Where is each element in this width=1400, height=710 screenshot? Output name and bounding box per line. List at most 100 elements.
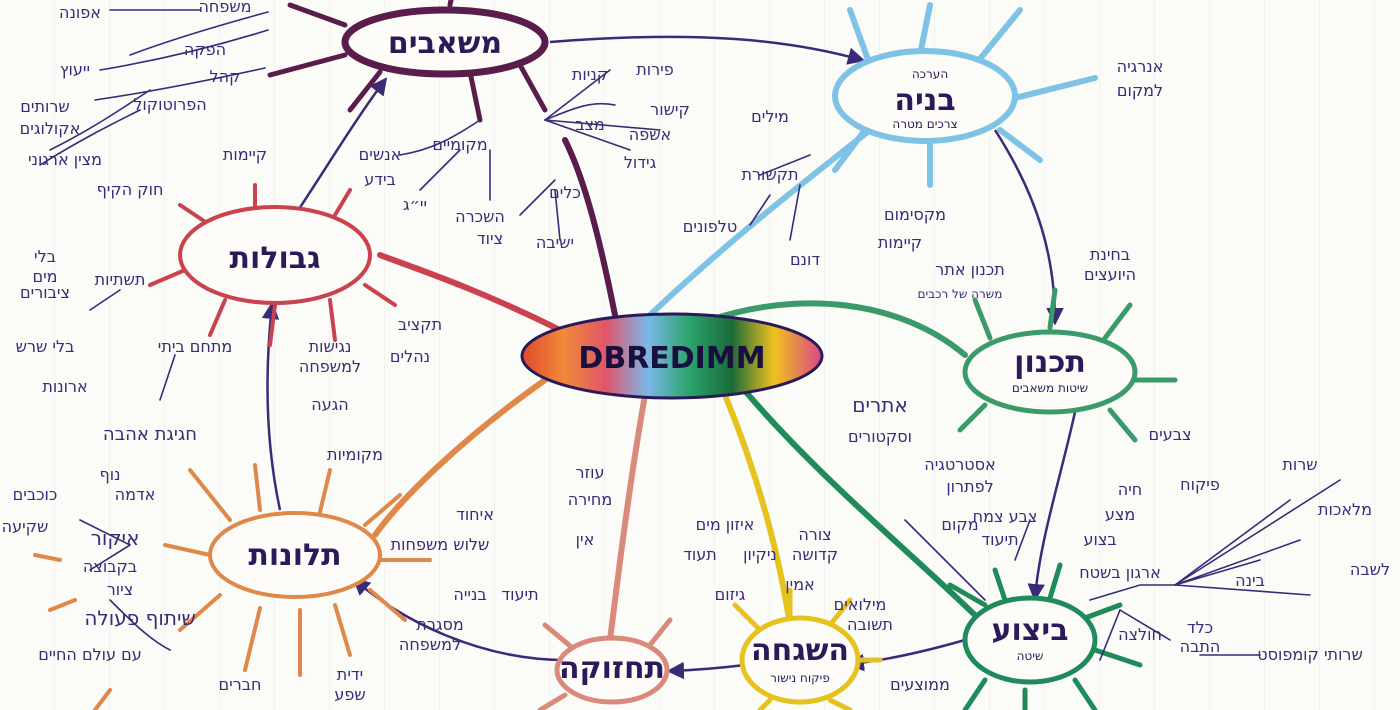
note: שקיעה xyxy=(2,517,49,536)
note: מצע xyxy=(1105,505,1135,524)
note: מילואים xyxy=(834,595,887,614)
note: בצוע xyxy=(1083,530,1116,549)
note: פירות xyxy=(636,60,673,79)
note: הגעה xyxy=(311,395,349,414)
node-bniya-sub1: הערכה xyxy=(912,67,948,81)
node-bitzua-label: ביצוע xyxy=(992,613,1069,648)
main-branches xyxy=(372,127,988,643)
note: חולצה xyxy=(1118,625,1162,644)
note: תכנון אתר xyxy=(935,260,1004,279)
note: מקומיים xyxy=(432,135,487,154)
node-bniya xyxy=(832,48,1018,144)
node-hashgacha xyxy=(739,615,861,705)
note: מתחם ביתי xyxy=(158,337,232,356)
note: למשפחה xyxy=(399,635,461,654)
note: קיימות xyxy=(223,145,267,164)
note: שרותי קומפוסט xyxy=(1257,645,1363,664)
note: כלים xyxy=(549,183,581,202)
note: צורה xyxy=(798,525,831,544)
note: ממוצעים xyxy=(890,675,950,694)
note: אסטרטגיה xyxy=(924,455,995,474)
note: שפע xyxy=(334,685,365,704)
note: תעוד xyxy=(683,545,717,564)
note: צבעים xyxy=(1149,425,1192,444)
node-bitzua-sub: שיטה xyxy=(1017,649,1044,663)
note: ייעוץ xyxy=(60,60,90,79)
note: בינה xyxy=(1235,571,1265,590)
note: היועצים xyxy=(1084,265,1136,284)
note: מילים xyxy=(751,107,789,126)
note: ציוד xyxy=(477,229,503,248)
note: למקום xyxy=(1117,81,1163,100)
note: חוק הקיף xyxy=(97,180,164,199)
note: נהלים xyxy=(390,347,430,366)
node-tichnun-label: תכנון xyxy=(1014,345,1086,380)
note: משרה של רכבים xyxy=(918,287,1003,301)
note: תיעוד xyxy=(501,585,538,604)
note: מלאכות xyxy=(1318,500,1372,519)
note: ידית xyxy=(337,665,363,684)
note: אתרים xyxy=(852,393,908,417)
note: תשובה xyxy=(847,615,893,634)
note: קדושה xyxy=(792,545,838,564)
node-tachzuka-label: תחזוקה xyxy=(559,651,665,686)
note: אדמה xyxy=(115,485,156,504)
note: תקשורת xyxy=(741,165,798,184)
note: קישור xyxy=(650,100,690,119)
note: בלי xyxy=(34,247,56,266)
note: חברים xyxy=(219,675,262,694)
note: מסגרת xyxy=(416,615,463,634)
note: אפונה xyxy=(59,3,101,22)
node-gvulot-label: גבולות xyxy=(230,241,321,276)
note: יי״ג xyxy=(403,195,427,214)
note: בלי שרש xyxy=(16,337,75,356)
spokes-gvulot xyxy=(148,183,397,347)
note: שלוש משפחות xyxy=(391,535,490,554)
note: עם עולם החיים xyxy=(38,645,142,664)
note: מצב xyxy=(575,115,605,134)
note: אקולוגים xyxy=(20,119,81,138)
note: בנייה xyxy=(453,585,486,604)
note: צבע צמח xyxy=(973,507,1038,526)
note: קהל xyxy=(210,67,241,86)
note: חגיגת אהבה xyxy=(103,424,197,445)
note: ארונות xyxy=(42,377,87,396)
note: השכרה xyxy=(455,207,505,226)
node-mashabim xyxy=(341,6,549,78)
center-node xyxy=(520,312,824,400)
note: תשתיות xyxy=(95,270,146,289)
node-hashgacha-sub: פיקוח נישור xyxy=(770,671,830,685)
note: מקסימום xyxy=(884,205,946,224)
spokes-tichnun xyxy=(957,287,1178,443)
node-tichnun-sub: שיטות משאבים xyxy=(1012,381,1088,395)
note: שרותים xyxy=(20,97,69,116)
spokes-bitzua xyxy=(947,562,1143,710)
note: דונם xyxy=(790,250,820,269)
note: ארגון בשטח xyxy=(1079,563,1161,582)
spokes-mashabim xyxy=(267,0,548,123)
note: תקציב xyxy=(398,315,442,334)
node-gvulot xyxy=(178,205,372,305)
node-mashabim-label: משאבים xyxy=(388,26,502,61)
node-tachzuka xyxy=(554,635,670,705)
note: משפחה xyxy=(198,0,251,16)
note: נוף xyxy=(100,465,121,484)
note: מחירה xyxy=(568,490,612,509)
note: שיתוף פעולה xyxy=(84,606,195,630)
note: בקבוצה xyxy=(83,557,137,576)
note: התבה xyxy=(1180,637,1221,656)
note: ניקיון xyxy=(743,545,777,564)
note: איקור xyxy=(91,526,140,550)
note: הפרוטוקול xyxy=(133,95,206,114)
note: כלד xyxy=(1187,618,1213,637)
note: אנרגיה xyxy=(1117,57,1164,76)
node-tlunot-label: תלונות xyxy=(248,538,341,573)
note: תיעוד xyxy=(981,530,1018,549)
spokes-hashgacha xyxy=(732,587,883,710)
note: בחינת xyxy=(1090,245,1130,264)
node-hashgacha-label: השגחה xyxy=(751,633,849,668)
note: אין xyxy=(576,530,595,549)
note: כוכבים xyxy=(13,485,58,504)
note: מצין ארגוני xyxy=(28,150,102,169)
note: קניות xyxy=(572,65,608,84)
